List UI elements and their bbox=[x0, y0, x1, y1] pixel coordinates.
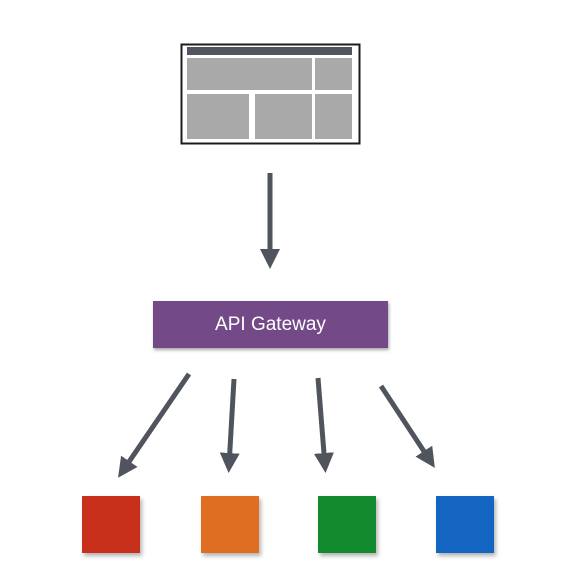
arrows bbox=[118, 173, 435, 478]
web-page-layout-icon bbox=[180, 43, 361, 145]
page-panel bbox=[187, 58, 312, 90]
arrow-gateway-to-service-orange bbox=[219, 378, 240, 473]
api-gateway-box: API Gateway bbox=[153, 301, 388, 348]
api-gateway-label: API Gateway bbox=[215, 313, 326, 335]
service-red bbox=[82, 496, 140, 553]
service-orange bbox=[201, 496, 259, 553]
arrow-gateway-to-service-blue bbox=[378, 384, 435, 468]
page-header-bar bbox=[187, 47, 352, 55]
arrow-gateway-to-service-red bbox=[118, 372, 192, 478]
page-panel bbox=[315, 58, 352, 90]
page-panel bbox=[315, 94, 352, 139]
service-green bbox=[318, 496, 376, 553]
page-panel bbox=[255, 94, 312, 139]
service-blue bbox=[436, 496, 494, 553]
arrow-gateway-to-service-green bbox=[314, 377, 334, 473]
page-panel bbox=[187, 94, 249, 139]
